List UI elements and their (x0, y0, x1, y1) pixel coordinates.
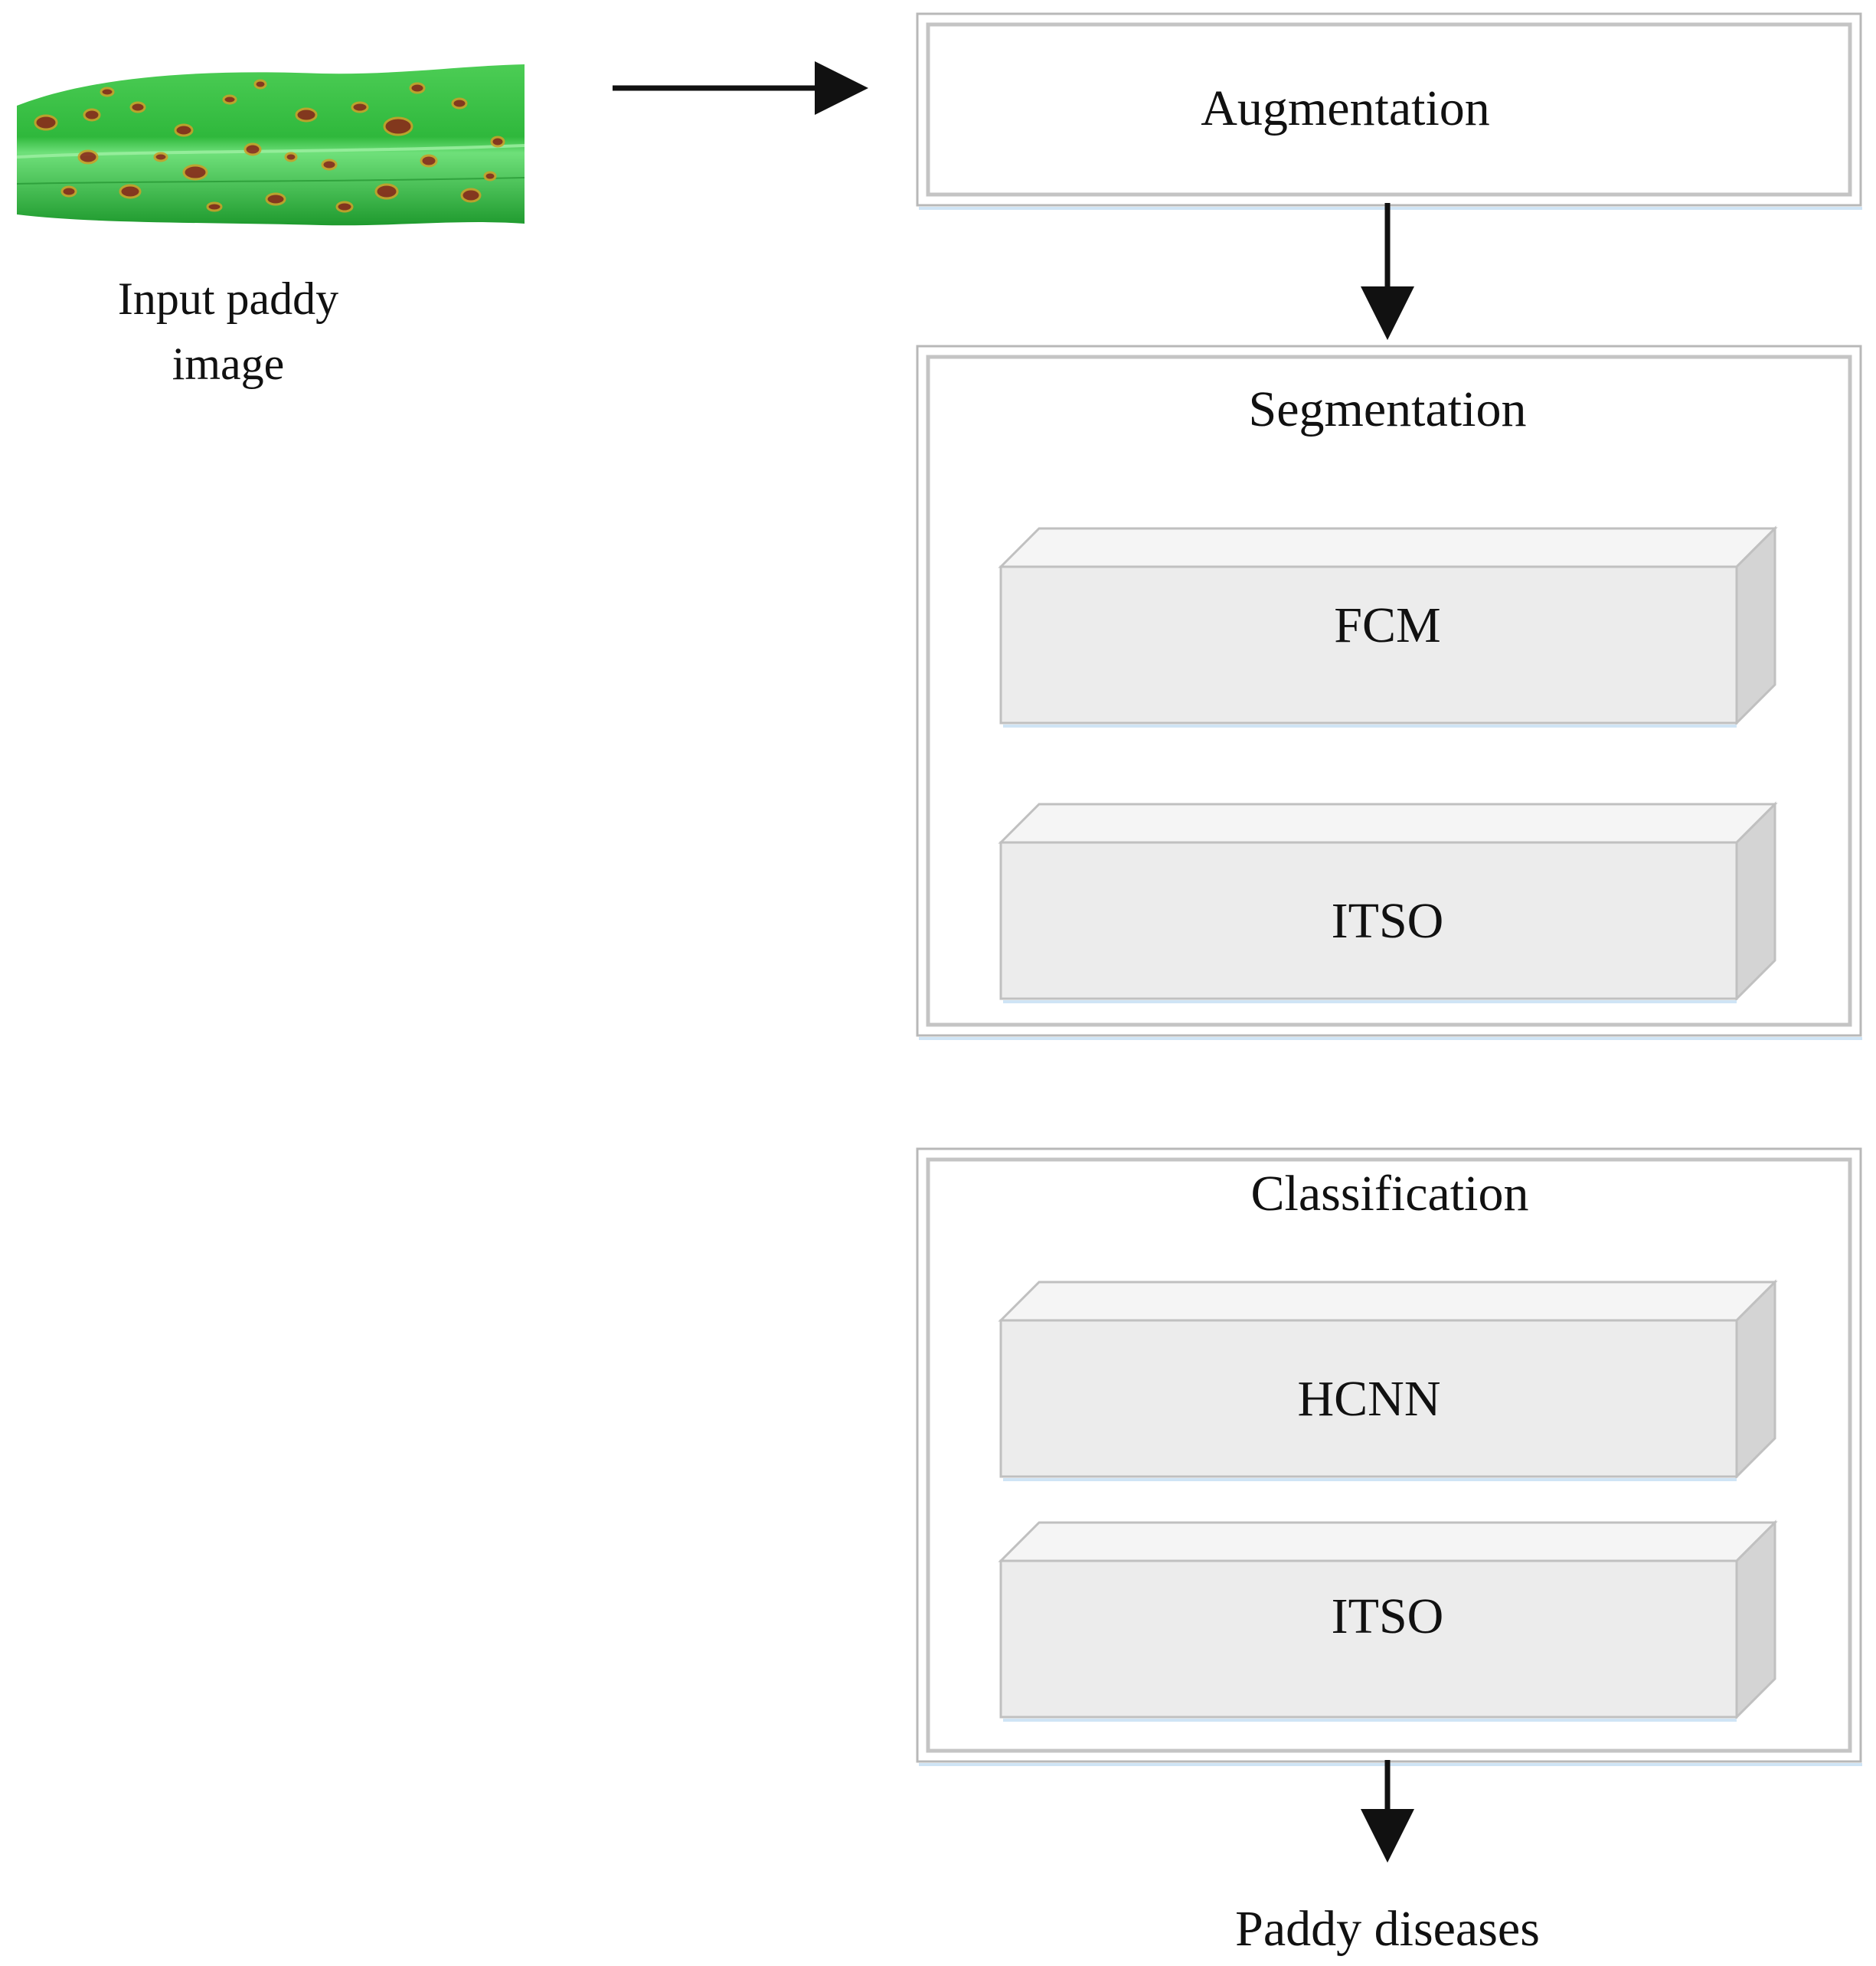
leaf-lesions (34, 79, 505, 213)
fcm-block: FCM (998, 525, 1778, 728)
leaf-lesion-spot (295, 107, 318, 123)
leaf-lesion-spot (206, 201, 223, 212)
leaf-lesion-spot (129, 101, 146, 113)
leaf-lesion-spot (34, 114, 58, 131)
leaf-lesion-spot (383, 116, 413, 136)
leaf-lesion-spot (182, 164, 208, 181)
augmentation-title: Augmentation (1201, 80, 1490, 136)
itso-segmentation-label: ITSO (1332, 893, 1444, 949)
leaf-lesion-spot (83, 108, 101, 122)
leaf-lesion-spot (119, 184, 142, 199)
classification-frame: Classification HCNN ITSO (916, 1147, 1862, 1766)
leaf-lesion-spot (222, 94, 237, 105)
leaf-lesion-spot (253, 79, 267, 90)
leaf-lesion-spot (460, 188, 482, 203)
augmentation-box: Augmentation (916, 12, 1862, 210)
leaf-lesion-spot (374, 183, 399, 200)
leaf-lesion-spot (153, 152, 168, 162)
itso-segmentation-block: ITSO (998, 801, 1778, 1003)
leaf-lesion-spot (100, 87, 115, 97)
itso-classification-block: ITSO (998, 1519, 1778, 1722)
leaf-lesion-spot (265, 192, 286, 206)
leaf-lesion-spot (77, 149, 99, 165)
leaf-lesion-spot (490, 136, 505, 148)
hcnn-block: HCNN (998, 1279, 1778, 1481)
leaf-lesion-spot (60, 185, 77, 198)
leaf-lesion-spot (420, 154, 438, 168)
hcnn-label: HCNN (1297, 1371, 1440, 1427)
paddy-leaf-image (16, 64, 525, 226)
leaf-lesion-spot (174, 123, 194, 137)
leaf-lesion-spot (284, 152, 298, 162)
output-label: Paddy diseases (1235, 1901, 1540, 1957)
leaf-lesion-spot (451, 97, 468, 110)
leaf-lesion-spot (409, 82, 426, 94)
input-label-line2: image (172, 339, 285, 389)
classification-title: Classification (1251, 1166, 1529, 1222)
leaf-lesion-spot (321, 159, 338, 171)
leaf-lesion-spot (351, 101, 369, 113)
fcm-label: FCM (1334, 597, 1440, 653)
segmentation-title: Segmentation (1249, 381, 1527, 437)
segmentation-frame: Segmentation FCM ITSO (916, 345, 1862, 1040)
leaf-lesion-spot (335, 201, 354, 213)
input-label-line1: Input paddy (118, 273, 338, 324)
leaf-lesion-spot (483, 171, 497, 182)
itso-classification-label: ITSO (1332, 1588, 1444, 1644)
leaf-lesion-spot (243, 142, 262, 156)
